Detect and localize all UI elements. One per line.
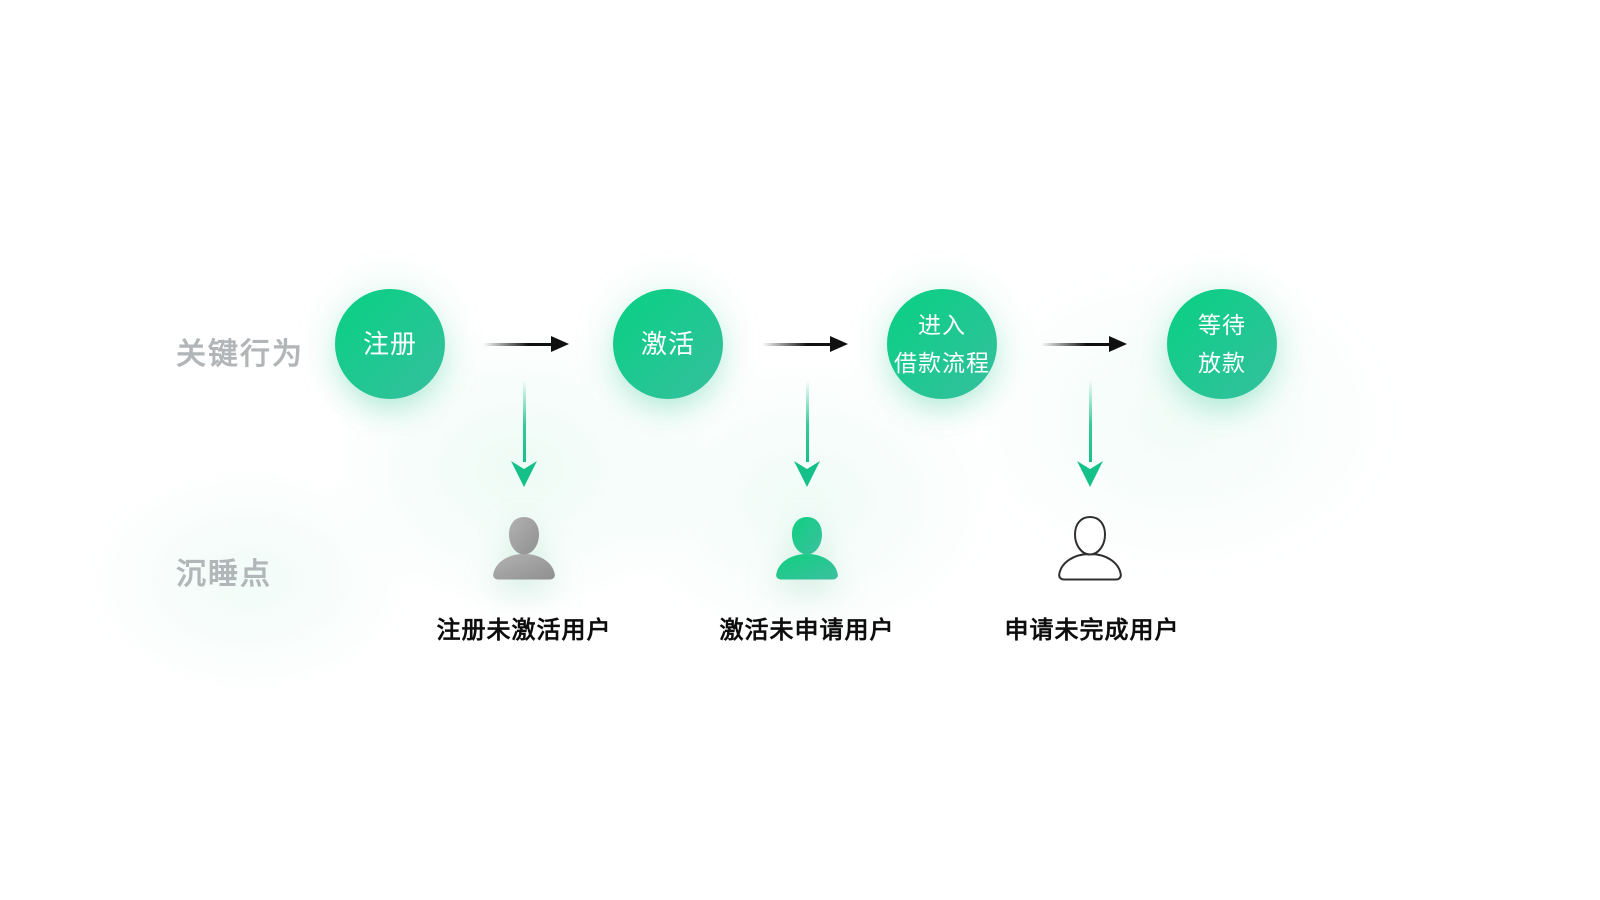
dormant-caption-registered-not-activated: 注册未激活用户 [436, 617, 612, 644]
arrow-right-icon [762, 336, 848, 352]
arrow-stem [762, 342, 832, 346]
person-icon-gray-filled [493, 517, 555, 580]
arrow-down-icon [511, 380, 537, 487]
row-label-key-behaviors: 关键行为 [176, 338, 304, 371]
arrow-head [830, 336, 848, 352]
arrow-head [1109, 336, 1127, 352]
person-icon-green-filled [776, 517, 838, 580]
arrow-right-icon [483, 336, 569, 352]
step-label: 激活 [640, 329, 695, 359]
step-label: 注册 [362, 329, 417, 359]
arrow-down-icon [1077, 380, 1103, 487]
step-label-line2: 借款流程 [894, 350, 990, 376]
step-circle-register: 注册 [335, 289, 445, 399]
step-circle-activate: 激活 [613, 289, 723, 399]
arrow-head [551, 336, 569, 352]
arrow-head [511, 461, 537, 487]
row-label-dormant-points: 沉睡点 [176, 558, 272, 591]
dormant-caption-applied-not-completed: 申请未完成用户 [1004, 617, 1180, 644]
person-icon-outline [1058, 515, 1122, 581]
arrow-stem [483, 342, 553, 346]
arrow-head [1077, 461, 1103, 487]
arrow-stem [805, 380, 809, 462]
arrow-stem [1041, 342, 1111, 346]
arrow-down-icon [794, 380, 820, 487]
dormant-caption-activated-not-applied: 激活未申请用户 [719, 617, 895, 644]
arrow-right-icon [1041, 336, 1127, 352]
step-label-line1: 进入 [918, 312, 966, 338]
step-circle-await-disbursement: 等待 放款 [1167, 289, 1277, 399]
step-label-line1: 等待 [1198, 312, 1246, 338]
step-label-line2: 放款 [1198, 350, 1246, 376]
step-circle-enter-loan-flow: 进入 借款流程 [887, 289, 997, 399]
arrow-head [794, 461, 820, 487]
arrow-stem [522, 380, 526, 462]
arrow-stem [1088, 380, 1092, 462]
